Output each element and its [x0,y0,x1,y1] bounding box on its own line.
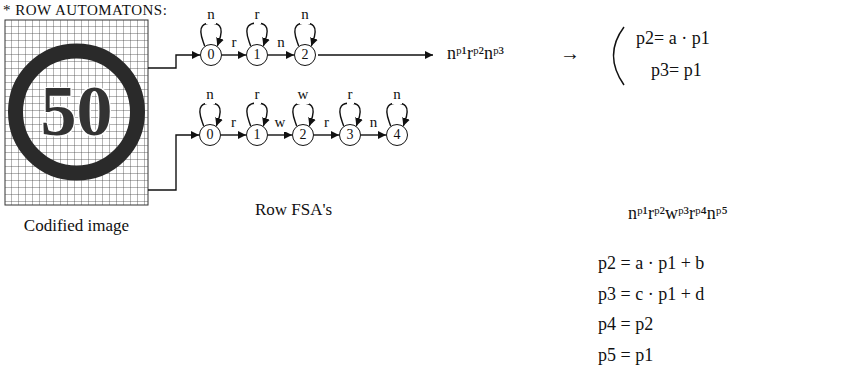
self-loop [293,103,313,126]
self-loop [200,103,220,126]
self-loop [387,103,407,126]
state-number: 2 [300,127,307,142]
state-circle: 0 [200,44,222,66]
transition-arrow [148,55,200,68]
symbol-label: r [231,34,238,51]
transition-arrow [268,54,294,55]
equation: p4 = p2 [598,314,653,335]
equation: p3= p1 [651,60,702,81]
image-number: 50 [5,72,148,151]
equation: p3 = c · p1 + d [598,284,704,305]
transition-arrow [221,134,246,135]
row-word: nᵖ¹rᵖ²nᵖ³ [447,43,504,64]
equation: p5 = p1 [598,345,653,366]
transition-arrow [148,135,199,190]
symbol-label: n [392,86,402,103]
state-circle: 1 [246,124,268,146]
symbol-label: n [205,86,215,103]
state-number: 0 [208,47,215,62]
system-bracket [614,27,625,85]
state-number: 4 [394,127,401,142]
symbol-label: r [347,86,354,103]
state-number: 1 [254,47,261,62]
result-arrow [318,54,433,56]
symbol-label: n [276,34,286,51]
state-circle: 4 [386,124,408,146]
self-loop [201,23,221,46]
pixel-grid [5,20,148,205]
symbol-label: w [297,86,310,103]
transition-arrow [222,54,246,55]
state-number: 1 [254,127,261,142]
equation: p2 = a · p1 + b [598,253,704,274]
symbol-label: n [206,6,216,23]
symbol-label: r [323,114,330,131]
transition-arrow [314,134,339,135]
symbol-label: n [300,6,310,23]
row-word: nᵖ¹rᵖ²wᵖ³rᵖ⁴nᵖ⁵ [628,203,728,224]
state-number: 0 [207,127,214,142]
codified-image: 50Codified image [5,20,148,205]
state-circle: 2 [292,124,314,146]
image-background [5,20,148,205]
self-loop [247,23,267,46]
self-loop [247,103,267,126]
symbol-label: r [230,114,237,131]
symbol-label: w [274,114,287,131]
transition-arrow [361,134,386,135]
transition-arrow [268,134,292,135]
maps-to-arrow: → [560,42,580,65]
state-circle: 2 [294,44,316,66]
self-loop [340,103,360,126]
state-circle: 3 [339,124,361,146]
equation: p2= a · p1 [636,28,710,49]
symbol-label: n [369,114,379,131]
image-caption: Codified image [5,217,148,236]
self-loop [295,23,315,46]
state-circle: 1 [246,44,268,66]
symbol-label: r [254,6,261,23]
symbol-label: r [254,86,261,103]
state-circle: 0 [199,124,221,146]
state-number: 2 [302,47,309,62]
caption: Row FSA's [255,200,332,220]
title-text: * ROW AUTOMATONS: [3,2,167,19]
state-number: 3 [347,127,354,142]
